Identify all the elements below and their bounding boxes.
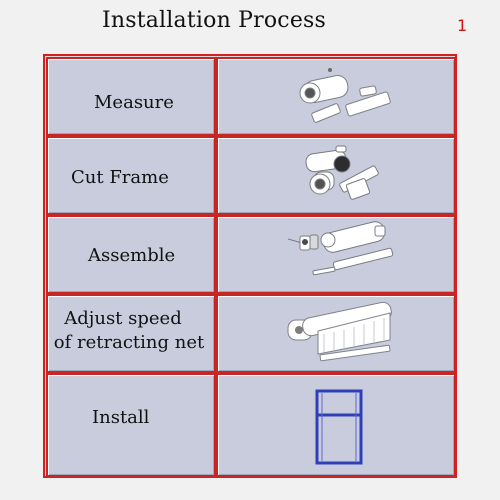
step-label-cell-adjust-speed: Adjust speed of retracting net (46, 294, 216, 373)
step-image-cell-measure (216, 57, 456, 136)
frame-parts-illustration (299, 68, 391, 123)
step-image-cell-assemble (216, 215, 456, 294)
step-label-cell-install: Install (46, 373, 216, 477)
step-label-cut-frame: Cut Frame (71, 167, 169, 188)
step-label-cell-measure: Measure (46, 57, 216, 136)
step-label-cell-cut-frame: Cut Frame (46, 136, 216, 215)
step-image-cell-adjust-speed (216, 294, 456, 373)
step-label-install: Install (92, 407, 150, 428)
page-title: Installation Process (101, 8, 327, 33)
page-mark: 1 (457, 16, 468, 35)
step-label-cell-assemble: Assemble (46, 215, 216, 294)
process-table: Measure Cut Frame (43, 54, 457, 478)
step-label-measure: Measure (94, 92, 174, 113)
step-label-adjust-speed-line-1: Adjust speed (64, 308, 182, 329)
installed-frame-illustration (315, 389, 363, 465)
step-image-cell-install (216, 373, 456, 477)
step-image-cell-cut-frame (216, 136, 456, 215)
retracting-net-illustration (287, 301, 392, 362)
step-label-adjust-speed-line-2: of retracting net (53, 332, 205, 353)
assembly-illustration (287, 221, 394, 276)
step-label-assemble: Assemble (88, 245, 176, 266)
cut-frame-illustration (305, 145, 379, 200)
